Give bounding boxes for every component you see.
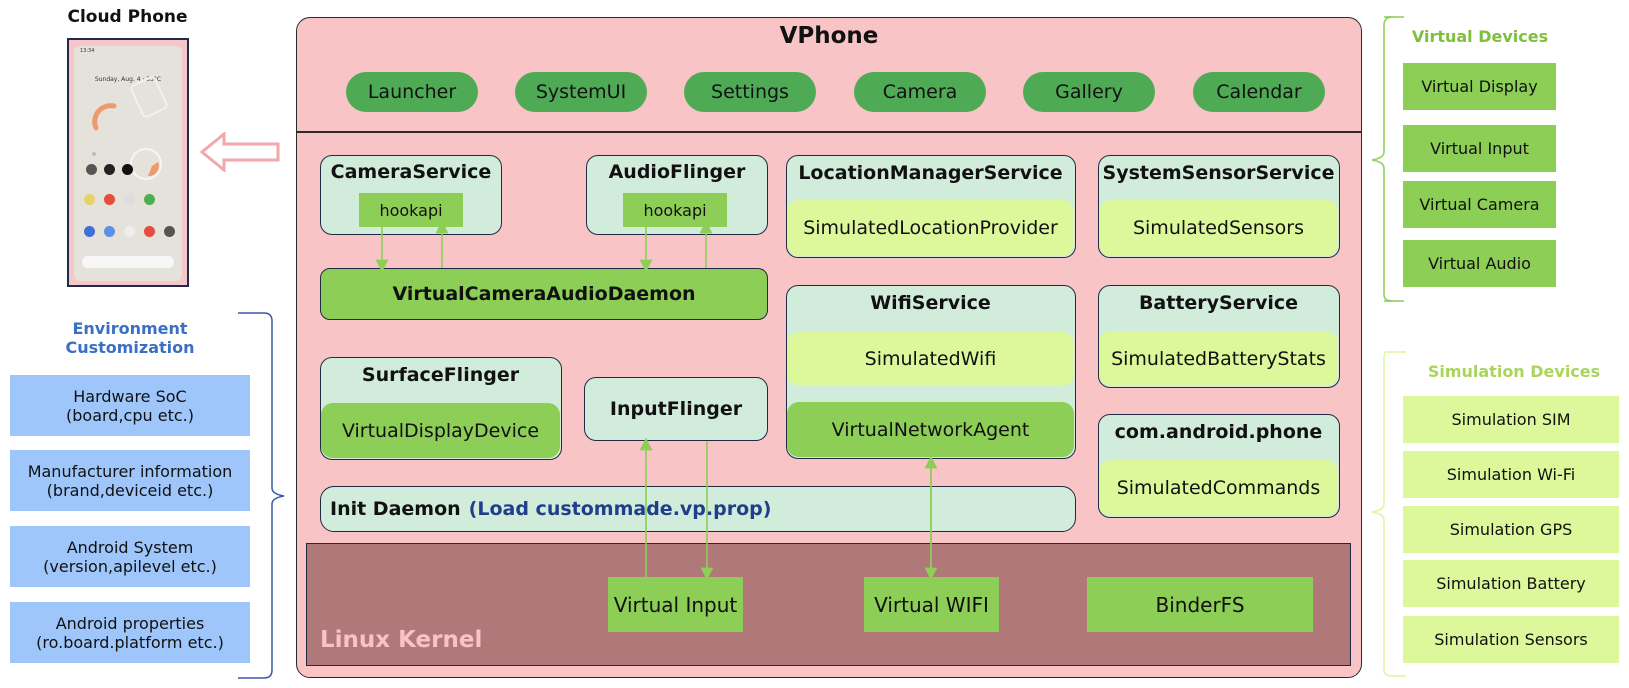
app-settings: Settings bbox=[684, 72, 816, 112]
surface-flinger: SurfaceFlinger VirtualDisplayDevice bbox=[320, 357, 562, 460]
simulation-sensors: Simulation Sensors bbox=[1403, 616, 1619, 663]
input-flinger: InputFlinger bbox=[584, 377, 768, 441]
wifi-service-title: WifiService bbox=[870, 292, 991, 314]
linux-kernel-label: Linux Kernel bbox=[320, 627, 483, 653]
env-android-properties: Android properties (ro.board.platform et… bbox=[10, 602, 250, 663]
phone-date-weather: Sunday, Aug. 4 · 33°C bbox=[94, 76, 162, 83]
vphone-divider bbox=[297, 131, 1361, 133]
app-systemui: SystemUI bbox=[515, 72, 647, 112]
simulation-sim: Simulation SIM bbox=[1403, 396, 1619, 443]
phone-app-icon bbox=[86, 164, 97, 175]
init-daemon-label: Init Daemon bbox=[330, 498, 461, 520]
input-flinger-title: InputFlinger bbox=[609, 398, 743, 420]
simulation-gps: Simulation GPS bbox=[1403, 506, 1619, 553]
audio-flinger-title: AudioFlinger bbox=[608, 161, 746, 183]
env-hardware-soc: Hardware SoC (board,cpu etc.) bbox=[10, 375, 250, 436]
env-item-line2: (version,apilevel etc.) bbox=[43, 556, 217, 576]
env-item-line2: (brand,deviceid etc.) bbox=[46, 480, 214, 500]
env-item-line2: (ro.board.platform etc.) bbox=[36, 632, 224, 652]
env-android-system: Android System (version,apilevel etc.) bbox=[10, 526, 250, 587]
virtual-display-device: VirtualDisplayDevice bbox=[321, 403, 560, 458]
env-item-line1: Android System bbox=[66, 537, 194, 557]
phone-screen: 13:34 Sunday, Aug. 4 · 33°C bbox=[74, 46, 182, 281]
cloud-phone-title: Cloud Phone bbox=[67, 7, 188, 27]
virtual-camera: Virtual Camera bbox=[1403, 181, 1556, 228]
simulated-commands: SimulatedCommands bbox=[1099, 460, 1338, 516]
env-item-line1: Manufacturer information bbox=[27, 461, 233, 481]
phone-app-icon bbox=[164, 226, 175, 237]
env-item-line1: Hardware SoC bbox=[73, 386, 187, 406]
virtual-display: Virtual Display bbox=[1403, 63, 1556, 110]
surface-flinger-title: SurfaceFlinger bbox=[361, 364, 520, 386]
simulated-battery-stats: SimulatedBatteryStats bbox=[1099, 331, 1338, 386]
simulation-battery: Simulation Battery bbox=[1403, 560, 1619, 607]
environment-title: Environment Customization bbox=[65, 319, 195, 357]
left-arrow-icon bbox=[200, 132, 280, 172]
camera-hookapi: hookapi bbox=[359, 193, 463, 227]
battery-service: BatteryService SimulatedBatteryStats bbox=[1098, 285, 1340, 388]
app-launcher: Launcher bbox=[346, 72, 478, 112]
phone-search-bar bbox=[82, 256, 174, 268]
env-item-line2: (board,cpu etc.) bbox=[66, 405, 194, 425]
kernel-binderfs: BinderFS bbox=[1087, 577, 1313, 632]
init-daemon: Init Daemon (Load custommade.vp.prop) bbox=[320, 486, 1076, 532]
virtual-network-agent: VirtualNetworkAgent bbox=[787, 402, 1074, 457]
phone-app-icon bbox=[124, 194, 135, 205]
app-camera: Camera bbox=[854, 72, 986, 112]
camera-service: CameraService hookapi bbox=[320, 155, 502, 235]
phone-wallpaper-shapes bbox=[92, 76, 168, 180]
cloud-phone-frame: 13:34 Sunday, Aug. 4 · 33°C bbox=[67, 38, 189, 287]
virtual-devices-title: Virtual Devices bbox=[1411, 26, 1549, 46]
camera-service-title: CameraService bbox=[330, 161, 492, 183]
location-manager-service: LocationManagerService SimulatedLocation… bbox=[786, 155, 1076, 258]
virtual-camera-audio-daemon: VirtualCameraAudioDaemon bbox=[320, 268, 768, 320]
phone-app-icon bbox=[84, 226, 95, 237]
simulated-wifi: SimulatedWifi bbox=[787, 332, 1074, 386]
phone-app-icon bbox=[104, 194, 115, 205]
audio-hookapi: hookapi bbox=[623, 193, 727, 227]
app-calendar: Calendar bbox=[1193, 72, 1325, 112]
phone-app-icon bbox=[122, 164, 133, 175]
phone-app-icon bbox=[84, 194, 95, 205]
phone-status-time: 13:34 bbox=[80, 48, 95, 54]
simulation-wifi: Simulation Wi-Fi bbox=[1403, 451, 1619, 498]
phone-app-icon bbox=[124, 226, 135, 237]
audio-flinger: AudioFlinger hookapi bbox=[586, 155, 768, 235]
app-gallery: Gallery bbox=[1023, 72, 1155, 112]
phone-app-icon bbox=[104, 226, 115, 237]
phone-app-icon bbox=[144, 194, 155, 205]
android-phone-title: com.android.phone bbox=[1114, 421, 1323, 443]
battery-service-title: BatteryService bbox=[1138, 292, 1299, 314]
android-phone-service: com.android.phone SimulatedCommands bbox=[1098, 414, 1340, 518]
system-sensor-service: SystemSensorService SimulatedSensors bbox=[1098, 155, 1340, 258]
phone-app-icon bbox=[144, 226, 155, 237]
init-daemon-sub: (Load custommade.vp.prop) bbox=[468, 498, 772, 520]
wifi-service: WifiService SimulatedWifi VirtualNetwork… bbox=[786, 285, 1076, 459]
simulation-devices-title: Simulation Devices bbox=[1427, 361, 1601, 381]
virtual-input: Virtual Input bbox=[1403, 125, 1556, 172]
simulated-sensors: SimulatedSensors bbox=[1099, 200, 1338, 256]
kernel-virtual-input: Virtual Input bbox=[608, 577, 743, 632]
kernel-virtual-wifi: Virtual WIFI bbox=[864, 577, 999, 632]
vphone-title: VPhone bbox=[779, 23, 879, 49]
phone-app-icon bbox=[104, 164, 115, 175]
location-service-title: LocationManagerService bbox=[798, 162, 1063, 184]
simulated-location-provider: SimulatedLocationProvider bbox=[787, 200, 1074, 256]
env-manufacturer: Manufacturer information (brand,deviceid… bbox=[10, 450, 250, 511]
env-item-line1: Android properties bbox=[55, 613, 205, 633]
virtual-audio: Virtual Audio bbox=[1403, 240, 1556, 287]
sensor-service-title: SystemSensorService bbox=[1102, 162, 1335, 184]
